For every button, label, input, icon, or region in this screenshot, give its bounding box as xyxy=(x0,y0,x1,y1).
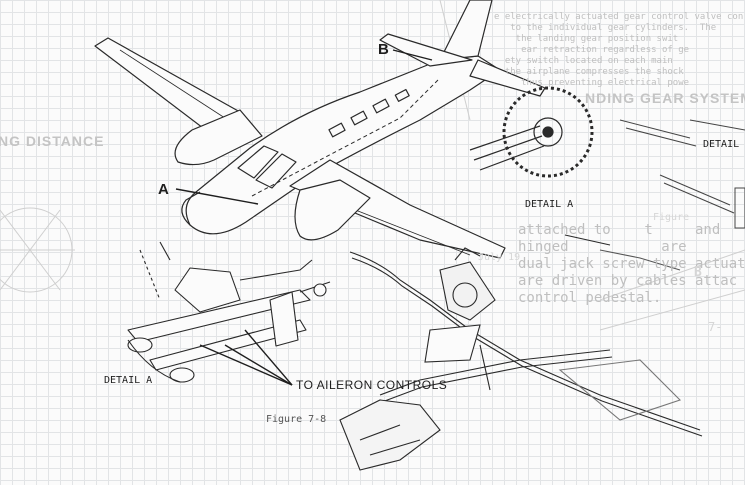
aileron-controls-label: TO AILERON CONTROLS xyxy=(296,378,448,392)
page-number-faint: 7- xyxy=(708,320,723,334)
actuator-para-line: dual jack screw type actuator xyxy=(518,256,745,272)
actuator-para-line: hinged are xyxy=(518,239,687,255)
actuator-description-paragraph: attached to t and hinged are dual jack s… xyxy=(518,222,745,307)
actuator-para-line: control pedestal. xyxy=(518,290,662,306)
callout-leader-lines xyxy=(175,49,433,386)
right-hardware-drawing xyxy=(619,119,745,229)
gear-description-paragraph: e electrically actuated gear control val… xyxy=(494,12,743,89)
date-text: July 19 xyxy=(478,252,521,263)
detail-a-mid-text: DETAIL A xyxy=(525,199,574,210)
gear-para-line: ety switch located on each main xyxy=(494,56,673,66)
actuator-para-line: are driven by cables attac xyxy=(518,273,738,289)
figure-caption: Figure 7-8 xyxy=(266,414,327,425)
callout-a-airplane: A xyxy=(158,181,169,198)
gear-para-line: to the individual gear cylinders. The xyxy=(494,23,717,33)
detail-a-label-left: DETAIL A xyxy=(104,375,152,386)
landing-gear-linkage-drawing xyxy=(339,234,703,471)
gear-para-line: thus preventing electrical powe xyxy=(494,78,690,88)
landing-distance-heading: NG DISTANCE xyxy=(0,133,105,149)
actuator-para-line: attached to t and xyxy=(518,222,721,238)
gear-sprocket-drawing xyxy=(469,86,594,178)
landing-gear-heading: NDING GEAR SYSTEM xyxy=(585,90,745,106)
b-faint-text: B xyxy=(694,265,702,280)
figure-faint-text: Figure xyxy=(653,212,690,223)
gear-para-line: the airplane compresses the shock xyxy=(494,67,684,77)
detail-label-right: DETAIL xyxy=(703,139,740,150)
aileron-mechanism-drawing xyxy=(127,241,331,383)
gear-para-line: e electrically actuated gear control val… xyxy=(494,12,744,22)
airplane-drawing xyxy=(94,0,546,259)
gear-para-line: ear retraction regardless of ge xyxy=(494,45,690,55)
gear-para-line: the landing gear position swit xyxy=(494,34,679,44)
detail-a-left-text: DETAIL A xyxy=(104,375,153,386)
callout-b-airplane: B xyxy=(378,41,389,58)
detail-a-label-mid: DETAIL A xyxy=(525,199,573,210)
